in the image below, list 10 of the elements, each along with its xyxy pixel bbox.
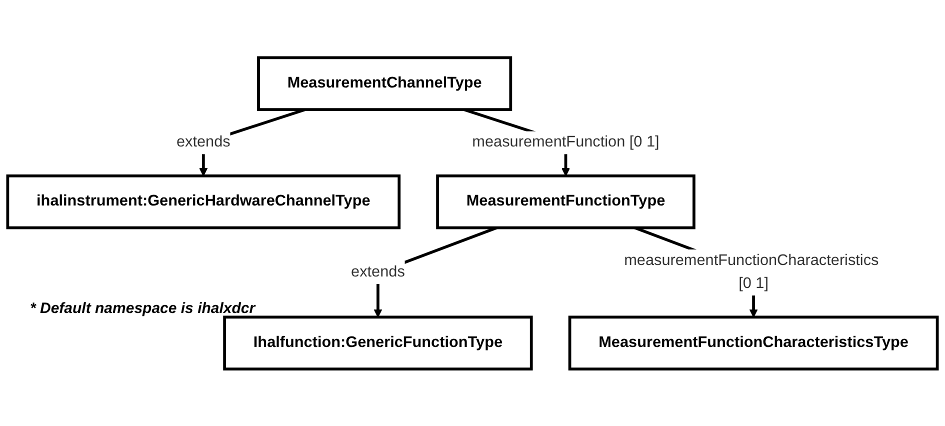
node-box: Ihalfunction:GenericFunctionType xyxy=(223,315,533,370)
node-box: ihalinstrument:GenericHardwareChannelType xyxy=(6,174,401,229)
edge-label: measurementFunctionCharacteristics [0 1] xyxy=(624,252,879,292)
edge-label: measurementFunction [0 1] xyxy=(472,134,660,150)
node-box: MeasurementFunctionType xyxy=(436,174,696,229)
note-text: * Default namespace is ihalxdcr xyxy=(30,300,256,317)
edge-label: extends xyxy=(351,263,405,280)
node-box: MeasurementChannelType xyxy=(257,56,512,111)
edge-label: extends xyxy=(176,134,230,150)
node-box: MeasurementFunctionCharacteristicsType xyxy=(568,315,939,370)
